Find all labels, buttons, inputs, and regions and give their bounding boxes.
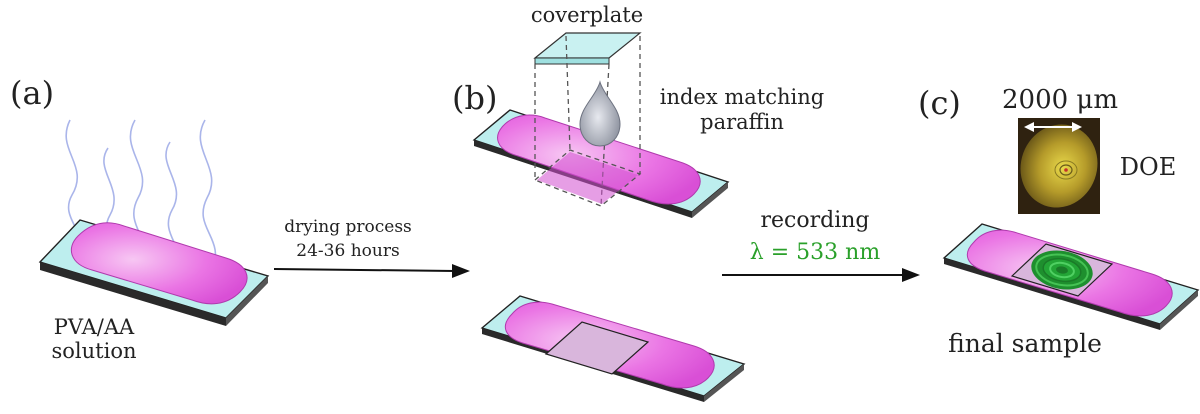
panel-a-tag: (a) <box>10 74 54 112</box>
final-sample-label: final sample <box>948 329 1102 358</box>
coverplate-on-sample <box>544 321 650 375</box>
recording-label: recording <box>761 208 870 233</box>
solution-label-line1: PVA/AA <box>54 315 135 339</box>
paraffin-label-line1: index matching <box>660 85 824 109</box>
doe-micrograph <box>1018 118 1100 214</box>
panel-b-tag: (b) <box>452 79 497 117</box>
recorded-doe-pattern <box>1031 250 1093 290</box>
pva-film-a <box>70 222 248 305</box>
scale-bar-label: 2000 μm <box>1002 85 1118 115</box>
recording-arrow <box>722 268 920 282</box>
coverplate-footprint <box>537 152 638 204</box>
coverplate-label: coverplate <box>531 3 643 27</box>
drying-arrow <box>273 264 470 278</box>
paraffin-label-line2: paraffin <box>700 110 784 134</box>
solution-label-line2: solution <box>52 339 137 363</box>
drying-label-line2: 24-36 hours <box>296 241 399 261</box>
doe-label: DOE <box>1120 153 1176 181</box>
paraffin-droplet-icon <box>579 80 621 147</box>
scale-bar-arrow <box>1024 122 1082 132</box>
drying-label-line1: drying process <box>284 217 412 237</box>
wavelength-label: λ = 533 nm <box>750 240 881 265</box>
panel-c-tag: (c) <box>918 84 961 122</box>
